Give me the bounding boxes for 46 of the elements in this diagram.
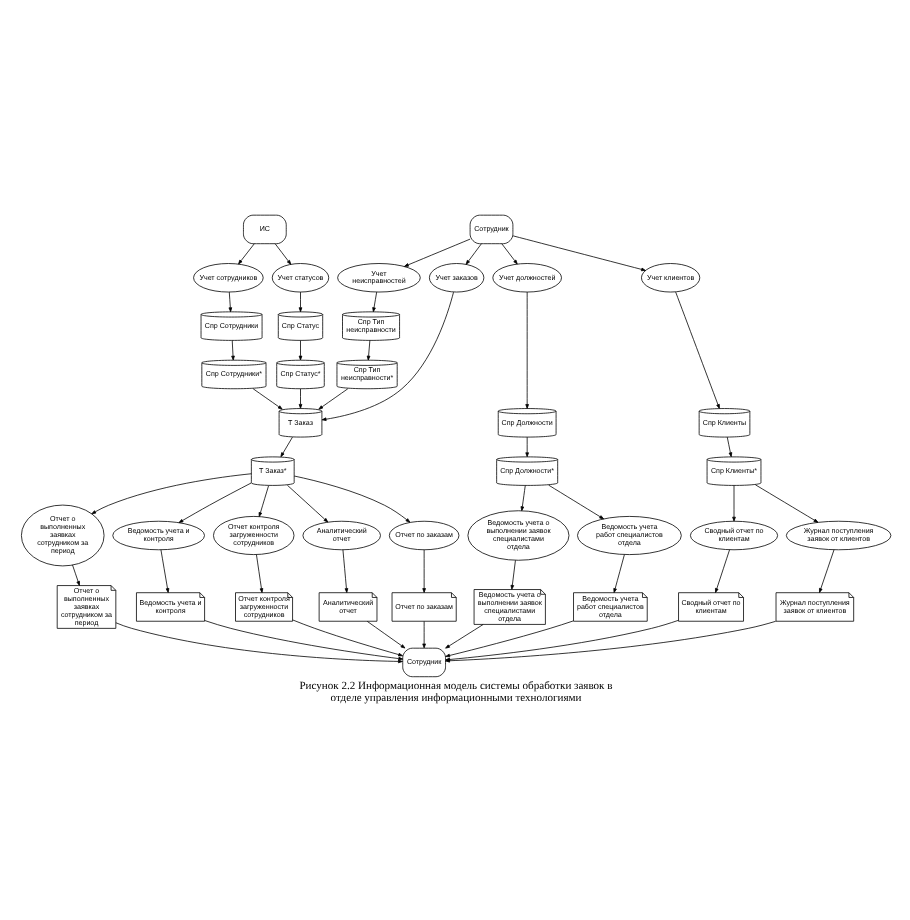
arrow [674, 290, 719, 408]
arrow [203, 619, 403, 660]
arrow [159, 548, 169, 592]
arrow [286, 483, 328, 522]
arrow [464, 242, 481, 264]
arrow [291, 618, 402, 656]
arrow [90, 472, 251, 514]
arrow [818, 548, 834, 592]
arrow [317, 387, 348, 409]
arrow [71, 563, 79, 585]
arrow [297, 339, 302, 360]
arrow [444, 623, 483, 648]
arrow [230, 339, 234, 360]
arrow [421, 548, 425, 592]
arrow [509, 558, 515, 589]
arrow [251, 387, 282, 409]
arrow [341, 548, 348, 592]
arrow [297, 387, 302, 408]
arrow [500, 242, 517, 264]
arrow [292, 474, 410, 522]
arrow [255, 553, 263, 592]
arrow [511, 234, 645, 271]
arrow [403, 237, 470, 266]
arrow [320, 290, 453, 420]
arrow [524, 290, 528, 408]
arrow [371, 290, 377, 312]
arrow [612, 553, 624, 592]
arrow [257, 484, 269, 516]
arrow [519, 484, 525, 511]
arrow [365, 339, 370, 360]
arrow [237, 242, 254, 264]
arrow [754, 483, 818, 522]
arrow [227, 290, 232, 312]
arrow [421, 619, 425, 648]
arrow [114, 621, 402, 663]
arrow [297, 290, 302, 312]
arrow [273, 242, 291, 264]
arrow [177, 481, 251, 522]
arrow [547, 483, 604, 519]
arrow [714, 548, 729, 592]
arrow [524, 435, 528, 457]
arrow [725, 435, 732, 457]
arrow [365, 619, 405, 648]
arrow [731, 484, 735, 521]
arrow [279, 435, 292, 457]
arrow [444, 619, 573, 657]
